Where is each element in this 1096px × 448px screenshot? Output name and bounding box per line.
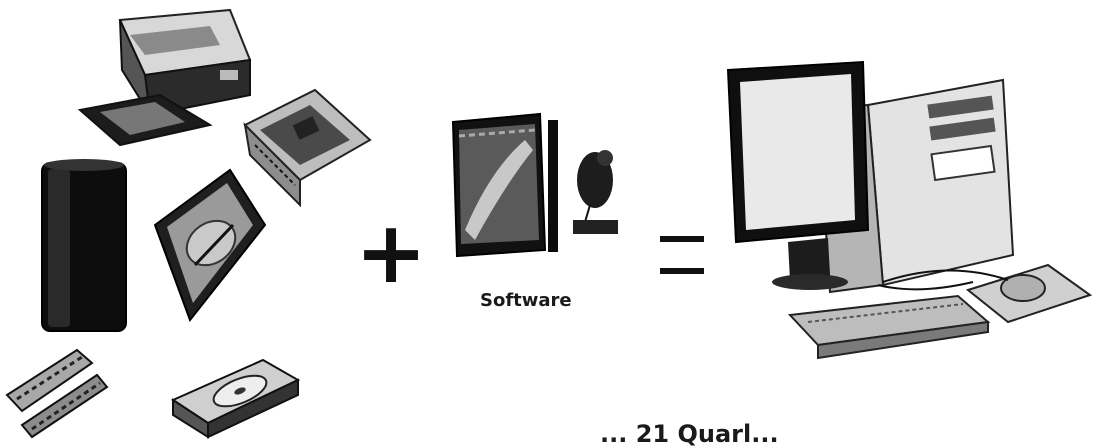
printer-icon	[60, 0, 260, 150]
tower-case-icon	[38, 155, 138, 335]
memory-module-icon	[2, 345, 112, 443]
software-box-icon	[445, 110, 630, 260]
equals-operator	[658, 232, 706, 282]
optical-drive-icon	[168, 355, 303, 443]
desktop-computer-icon	[718, 60, 1096, 380]
hard-drive-icon	[145, 165, 270, 325]
plus-operator: +	[355, 210, 427, 296]
caption-fragment: ... 21 Quarl...	[600, 420, 779, 448]
software-label: Software	[480, 290, 572, 311]
